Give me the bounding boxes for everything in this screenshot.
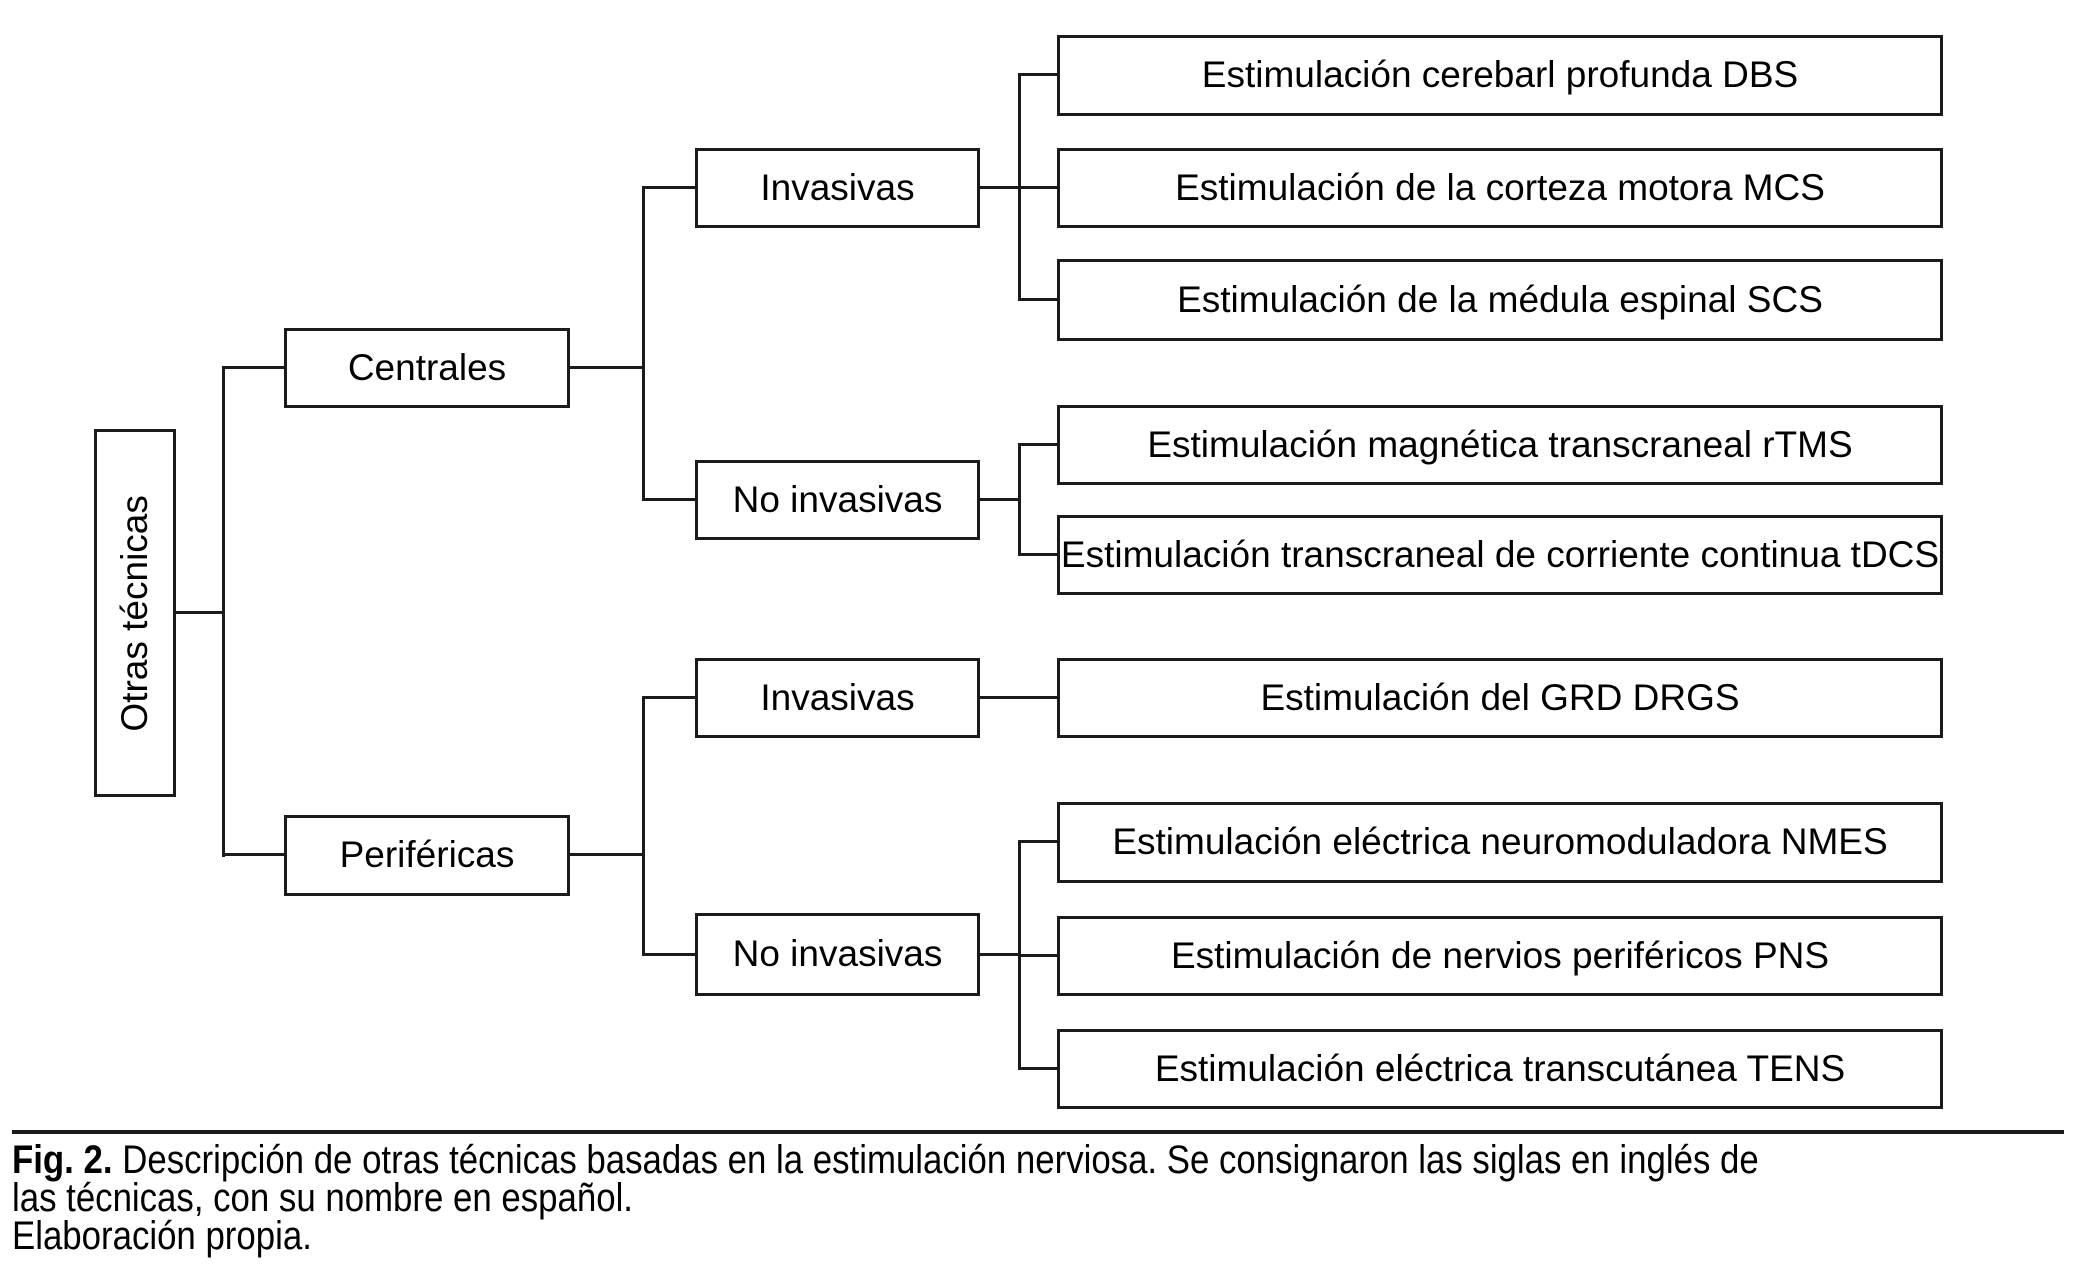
connector-perifericas-out — [567, 853, 645, 856]
leaf-tdcs-label: Estimulación transcraneal de corriente c… — [1060, 533, 1940, 575]
node-perifericas-invasivas: Invasivas — [695, 658, 980, 738]
connector-leaf-rtms-in — [1018, 443, 1060, 446]
leaf-tens-label: Estimulación eléctrica transcutánea TENS — [1154, 1047, 1846, 1089]
node-perifericas-label: Periféricas — [339, 834, 515, 876]
connector-no-invasivas2-out — [977, 953, 1020, 956]
connector-trunk-centrales — [222, 366, 287, 369]
connector-leaf-nmes-in — [1018, 840, 1060, 843]
caption-line-2: las técnicas, con su nombre en español. — [12, 1176, 633, 1220]
connector-centrales-vertical — [642, 186, 645, 501]
leaf-dbs-label: Estimulación cerebarl profunda DBS — [1201, 54, 1799, 96]
node-perifericas-no-invasivas: No invasivas — [695, 913, 980, 996]
connector-centrales-out — [567, 366, 645, 369]
node-centrales-invasivas: Invasivas — [695, 148, 980, 228]
connector-leaf-tdcs-in — [1018, 553, 1060, 556]
caption-fig-label: Fig. 2. — [12, 1138, 113, 1182]
connector-perifericas-invasivas-in — [642, 696, 698, 699]
connector-centrales-invasivas-in — [642, 186, 698, 189]
connector-centrales-no-invasivas-in — [642, 498, 698, 501]
connector-trunk-vertical — [222, 366, 225, 857]
leaf-nmes: Estimulación eléctrica neuromoduladora N… — [1057, 802, 1943, 883]
connector-no-invasivas1-vertical — [1018, 443, 1021, 556]
leaf-pns: Estimulación de nervios periféricos PNS — [1057, 916, 1943, 996]
leaf-tdcs: Estimulación transcraneal de corriente c… — [1057, 515, 1943, 595]
node-otras-tecnicas: Otras técnicas — [94, 429, 176, 797]
connector-trunk-perifericas — [222, 853, 287, 856]
node-centrales-label: Centrales — [347, 346, 507, 388]
connector-leaf-pns-in — [1018, 954, 1060, 957]
leaf-drgs-label: Estimulación del GRD DRGS — [1260, 676, 1740, 718]
connector-leaf-scs-in — [1018, 298, 1060, 301]
connector-leaf-mcs-in — [1018, 186, 1060, 189]
connector-leaf-tens-in — [1018, 1067, 1060, 1070]
leaf-scs: Estimulación de la médula espinal SCS — [1057, 259, 1943, 341]
leaf-dbs: Estimulación cerebarl profunda DBS — [1057, 35, 1943, 116]
connector-root-trunk — [175, 611, 225, 614]
connector-no-invasivas1-out — [977, 498, 1020, 501]
leaf-drgs: Estimulación del GRD DRGS — [1057, 658, 1943, 738]
node-perifericas: Periféricas — [284, 815, 570, 896]
caption-line-3: Elaboración propia. — [12, 1214, 312, 1258]
leaf-rtms: Estimulación magnética transcraneal rTMS — [1057, 405, 1943, 485]
caption-separator-line — [12, 1130, 2064, 1134]
connector-leaf-dbs-in — [1018, 73, 1060, 76]
connector-perifericas-vertical — [642, 696, 645, 956]
leaf-rtms-label: Estimulación magnética transcraneal rTMS — [1147, 423, 1853, 465]
leaf-pns-label: Estimulación de nervios periféricos PNS — [1170, 934, 1830, 976]
connector-perifericas-no-invasivas-in — [642, 953, 698, 956]
caption-line1-text: Descripción de otras técnicas basadas en… — [112, 1138, 1759, 1182]
node-centrales-no-invasivas-label: No invasivas — [732, 478, 943, 520]
caption-line-1: Fig. 2. Descripción de otras técnicas ba… — [12, 1138, 1759, 1182]
node-otras-tecnicas-label: Otras técnicas — [113, 494, 155, 732]
node-centrales: Centrales — [284, 328, 570, 408]
node-centrales-no-invasivas: No invasivas — [695, 460, 980, 540]
connector-leaf-drgs-in — [977, 696, 1060, 699]
node-perifericas-invasivas-label: Invasivas — [760, 676, 915, 718]
connector-invasivas1-out — [977, 186, 1020, 189]
leaf-mcs: Estimulación de la corteza motora MCS — [1057, 148, 1943, 228]
leaf-tens: Estimulación eléctrica transcutánea TENS — [1057, 1029, 1943, 1109]
leaf-mcs-label: Estimulación de la corteza motora MCS — [1175, 166, 1825, 208]
node-perifericas-no-invasivas-label: No invasivas — [732, 933, 943, 975]
leaf-nmes-label: Estimulación eléctrica neuromoduladora N… — [1112, 821, 1888, 863]
leaf-scs-label: Estimulación de la médula espinal SCS — [1177, 278, 1823, 320]
figure-caption: Fig. 2. Descripción de otras técnicas ba… — [12, 1138, 2020, 1258]
node-centrales-invasivas-label: Invasivas — [760, 166, 915, 208]
